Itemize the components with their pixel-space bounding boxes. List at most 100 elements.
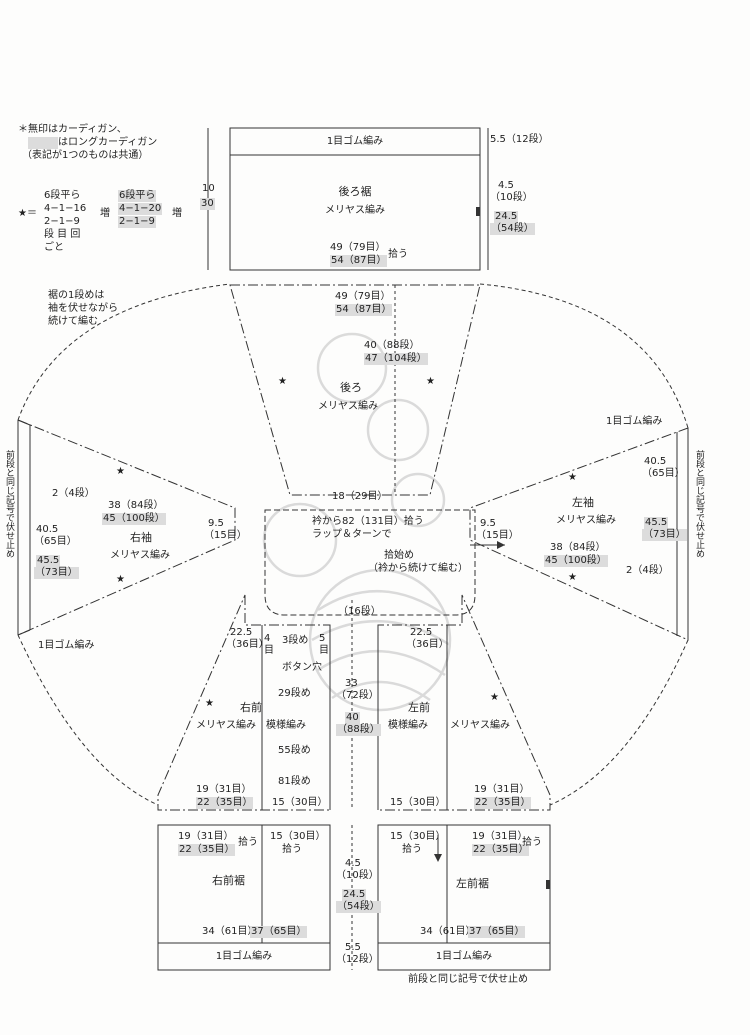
left-front-stitch2: メリヤス編み (450, 720, 510, 731)
star-legend-b1: 6段平ら (118, 190, 157, 202)
right-front-title: 右前 (240, 701, 262, 714)
right-front-buttonhole: ボタン穴 (282, 662, 322, 673)
left-hem-pick2: 拾う (402, 844, 422, 855)
button-mark-icon (476, 207, 480, 216)
back-h1: 40（88段） (364, 340, 420, 351)
back-hem-h1-rows: （10段） (490, 192, 533, 203)
note-line-2: はロングカーディガン (58, 137, 158, 148)
right-hem-outline (157, 824, 331, 971)
sleeve-note-3: 続けて編む (48, 316, 98, 327)
star-icon: ★ (116, 466, 125, 477)
note-line-3: （表記が1つのものは共通） (22, 150, 149, 161)
back-hem-w2: 54（87目） (330, 255, 388, 267)
back-neck: 18（29目） (332, 491, 388, 502)
right-hem-pick1: 拾う (238, 837, 258, 848)
left-hem-w1: 34（61目） (420, 926, 476, 937)
right-sleeve-len1: 38（84段） (108, 500, 164, 511)
right-sleeve-len2: 45（100段） (102, 513, 166, 525)
right-sleeve-cuff2-st: （73目） (34, 567, 79, 579)
right-front-r4-unit: 目 (264, 645, 274, 656)
right-sleeve-bind-off: 前段と同じ記号で伏せ止め (4, 450, 14, 558)
back-hem-title: 後ろ裾 (338, 185, 372, 198)
right-front-row29: 29段め (278, 688, 311, 699)
left-hem-bind-off: 前段と同じ記号で伏せ止め (408, 974, 528, 985)
back-hem-pick: 拾う (388, 249, 408, 260)
back-hem-stitch: メリヤス編み (325, 205, 385, 216)
left-hem-pick1: 拾う (522, 837, 542, 848)
right-front-row55: 55段め (278, 745, 311, 756)
collar-wrap: ラップ＆ターンで (312, 529, 392, 540)
center-h2: 40 (345, 712, 360, 724)
right-hem-w2: 37（65目） (250, 926, 308, 938)
star-icon: ★ (568, 572, 577, 583)
star-icon: ★ (426, 376, 435, 387)
left-front-outline (377, 594, 551, 811)
star-legend-label: ★＝ (18, 208, 37, 219)
star-legend-a5: ごと (44, 242, 64, 253)
sleeve-note-1: 裾の1段めは (48, 290, 105, 301)
right-front-b2: 22（35目） (196, 797, 254, 809)
left-sleeve-bind-off: 前段と同じ記号で伏せ止め (694, 450, 704, 558)
left-sleeve-cuff1: 40.5 (644, 456, 667, 467)
star-legend-b2: 4−1−20 (118, 203, 163, 215)
right-front-outline (157, 594, 331, 811)
star-legend-inc1: 増 (100, 208, 110, 219)
right-hem-w1: 34（61目） (202, 926, 258, 937)
center-h1-rows: （72段） (336, 690, 379, 701)
right-sleeve-outline (17, 419, 236, 636)
right-front-r4: 4 (264, 633, 271, 644)
left-sleeve-cuff1-st: （65目） (642, 468, 685, 479)
star-icon: ★ (205, 698, 214, 709)
collar-pick: 衿から82（131目）拾う (312, 516, 424, 527)
left-front-stitch1: 模様編み (388, 720, 428, 731)
star-icon: ★ (490, 692, 499, 703)
right-front-b3: 15（30目） (272, 797, 328, 808)
left-hem-t2: 22（35目） (472, 844, 530, 856)
hem-center-h1: 4.5 (345, 858, 361, 869)
center-h2-rows: （88段） (336, 724, 381, 736)
collar-start: 拾始め (384, 550, 414, 561)
right-hem-title: 右前裾 (212, 874, 245, 887)
right-front-row81: 81段め (278, 776, 311, 787)
left-sleeve-ribbing: 1目ゴム編み (606, 416, 663, 427)
left-sleeve-cuff2: 45.5 (644, 517, 669, 529)
right-front-stitch2: 模様編み (266, 720, 306, 731)
star-icon: ★ (568, 472, 577, 483)
back-hem-w1: 49（79目） (330, 242, 386, 253)
back-hem-rib-height: 5.5（12段） (490, 134, 549, 145)
left-hem-t3: 15（30目） (390, 831, 446, 842)
right-sleeve-ribbing: 1目ゴム編み (38, 640, 95, 651)
left-hem-w2: 37（65目） (468, 926, 526, 938)
yarn-ball-watermark (262, 332, 452, 712)
left-sleeve-title: 左袖 (572, 496, 594, 509)
star-icon: ★ (116, 574, 125, 585)
star-legend-a3: 2−1−9 (44, 216, 80, 227)
left-front-b2: 22（35目） (474, 797, 532, 809)
right-hem-t1: 19（31目） (178, 831, 234, 842)
left-front-b1: 19（31目） (474, 784, 530, 795)
right-front-r5: 5 (319, 633, 326, 644)
back-hem-ribbing: 1目ゴム編み (326, 136, 384, 147)
left-sleeve-len2: 45（100段） (544, 555, 608, 567)
left-sleeve-inc: 2（4段） (626, 565, 669, 576)
back-stitch: メリヤス編み (318, 401, 378, 412)
star-icon: ★ (278, 376, 287, 387)
left-sleeve-cuff2-st: （73目） (642, 529, 687, 541)
right-front-w1: 22.5 (230, 627, 253, 638)
star-legend-inc2: 増 (172, 208, 182, 219)
note-line-1: ＊無印はカーディガン、 (18, 124, 127, 135)
left-front-w1: 22.5 (410, 627, 433, 638)
left-sleeve-width: 9.5 (480, 518, 496, 529)
star-legend-a2: 4−1−16 (44, 203, 87, 214)
right-sleeve-title: 右袖 (130, 531, 152, 544)
right-sleeve-width-st: （15目） (204, 530, 247, 541)
right-sleeve-width: 9.5 (208, 518, 224, 529)
right-sleeve-stitch: メリヤス編み (110, 550, 170, 561)
right-sleeve-cuff1-st: （65目） (34, 536, 77, 547)
right-front-b1: 19（31目） (196, 784, 252, 795)
collar-start-note: （衿から続けて編む） (368, 563, 468, 574)
left-front-b3: 15（30目） (390, 797, 446, 808)
right-front-w1-st: （36目） (226, 639, 269, 650)
